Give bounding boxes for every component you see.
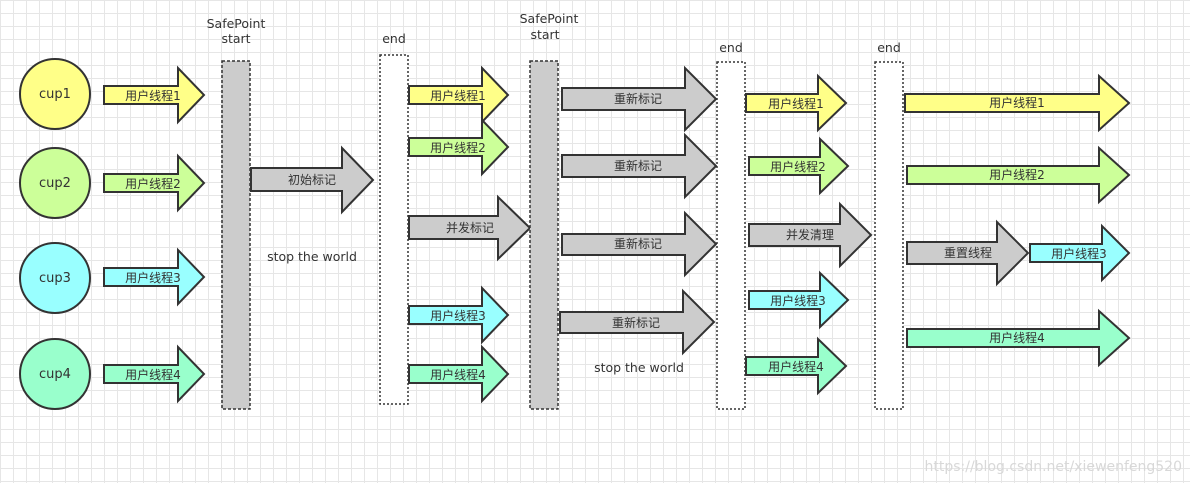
- col3-thread3-arrow: 用户线程3: [748, 270, 850, 330]
- concurrent-sweep-arrow: 并发清理: [748, 201, 873, 269]
- cpu-1-circle: [19, 58, 91, 130]
- stop-the-world-2: stop the world: [594, 360, 684, 375]
- col3-thread1-label: 用户线程1: [768, 96, 824, 111]
- col2-thread3-label: 用户线程3: [430, 308, 486, 323]
- col4-thread2-arrow: 用户线程2: [906, 145, 1131, 205]
- remark-label-1: 重新标记: [614, 91, 662, 106]
- safepoint-2-subtitle: start: [530, 27, 559, 42]
- remark-label-2: 重新标记: [614, 158, 662, 173]
- cpu-2-circle: [19, 147, 91, 219]
- remark-arrow-1: 重新标记: [561, 65, 718, 133]
- col2-thread4-arrow: 用户线程4: [408, 344, 510, 404]
- cpu-3: cup3: [19, 242, 91, 314]
- col1-thread4-label: 用户线程4: [125, 367, 181, 382]
- col1-thread1-arrow: 用户线程1: [103, 65, 206, 125]
- safepoint-1-title: SafePoint: [207, 16, 266, 31]
- col1-thread4-arrow: 用户线程4: [103, 344, 206, 404]
- cpu-4-label: cup4: [39, 367, 71, 382]
- end-2-bar: [716, 61, 746, 410]
- col4-thread4-label: 用户线程4: [989, 330, 1045, 345]
- end-2-label: end: [719, 40, 743, 55]
- remark-arrow-2: 重新标记: [561, 132, 718, 200]
- col4-thread4-arrow: 用户线程4: [906, 308, 1131, 368]
- cpu-2-label: cup2: [39, 176, 71, 191]
- col1-thread1-label: 用户线程1: [125, 88, 181, 103]
- col1-thread2-label: 用户线程2: [125, 176, 181, 191]
- concurrent-sweep-label: 并发清理: [786, 227, 834, 242]
- cpu-1-label: cup1: [39, 87, 71, 102]
- cpu-4-circle: [19, 338, 91, 410]
- remark-label-3: 重新标记: [614, 236, 662, 251]
- col4-thread3-label: 用户线程3: [1051, 246, 1107, 261]
- concurrent-mark-label: 并发标记: [446, 220, 494, 235]
- col3-thread2-arrow: 用户线程2: [748, 136, 850, 196]
- cpu-3-label: cup3: [39, 271, 71, 286]
- col2-thread3-arrow: 用户线程3: [408, 285, 510, 345]
- end-3-label: end: [877, 40, 901, 55]
- remark-arrow-3: 重新标记: [561, 210, 718, 278]
- col2-thread4-label: 用户线程4: [430, 367, 486, 382]
- col1-thread3-arrow: 用户线程3: [103, 247, 206, 307]
- safepoint-2-bar: [529, 60, 559, 410]
- col2-thread1-arrow: 用户线程1: [408, 65, 510, 125]
- watermark-text: https://blog.csdn.net/xiewenfeng520: [924, 459, 1182, 475]
- col3-thread4-arrow: 用户线程4: [745, 336, 848, 396]
- end-1-bar: [379, 54, 409, 405]
- col1-thread3-label: 用户线程3: [125, 270, 181, 285]
- col3-thread1-arrow: 用户线程1: [745, 73, 848, 133]
- cpu-4: cup4: [19, 338, 91, 410]
- safepoint-1-subtitle: start: [221, 31, 250, 46]
- cpu-2: cup2: [19, 147, 91, 219]
- reset-thread-arrow: 重置线程: [906, 219, 1030, 287]
- concurrent-mark-arrow: 并发标记: [408, 194, 532, 262]
- reset-thread-label: 重置线程: [944, 245, 992, 260]
- safepoint-2-title: SafePoint: [520, 11, 579, 26]
- remark-arrow-4: 重新标记: [559, 288, 716, 356]
- col4-thread3-arrow: 用户线程3: [1029, 223, 1131, 283]
- col4-thread1-label: 用户线程1: [989, 95, 1045, 110]
- stop-the-world-1: stop the world: [267, 249, 357, 264]
- col3-thread4-label: 用户线程4: [768, 359, 824, 374]
- initial-mark-arrow: 初始标记: [250, 145, 375, 215]
- col1-thread2-arrow: 用户线程2: [103, 153, 206, 213]
- remark-label-4: 重新标记: [612, 315, 660, 330]
- col4-thread1-arrow: 用户线程1: [904, 73, 1131, 133]
- initial-mark-label: 初始标记: [288, 173, 336, 187]
- col3-thread2-label: 用户线程2: [770, 159, 826, 174]
- col2-thread1-label: 用户线程1: [430, 88, 486, 103]
- col3-thread3-label: 用户线程3: [770, 293, 826, 308]
- cpu-3-circle: [19, 242, 91, 314]
- end-3-bar: [874, 61, 904, 410]
- col2-thread2-arrow: 用户线程2: [408, 117, 510, 177]
- end-1-label: end: [382, 31, 406, 46]
- col2-thread2-label: 用户线程2: [430, 140, 486, 155]
- safepoint-1-bar: [221, 60, 251, 410]
- col4-thread2-label: 用户线程2: [989, 167, 1045, 182]
- cpu-1: cup1: [19, 58, 91, 130]
